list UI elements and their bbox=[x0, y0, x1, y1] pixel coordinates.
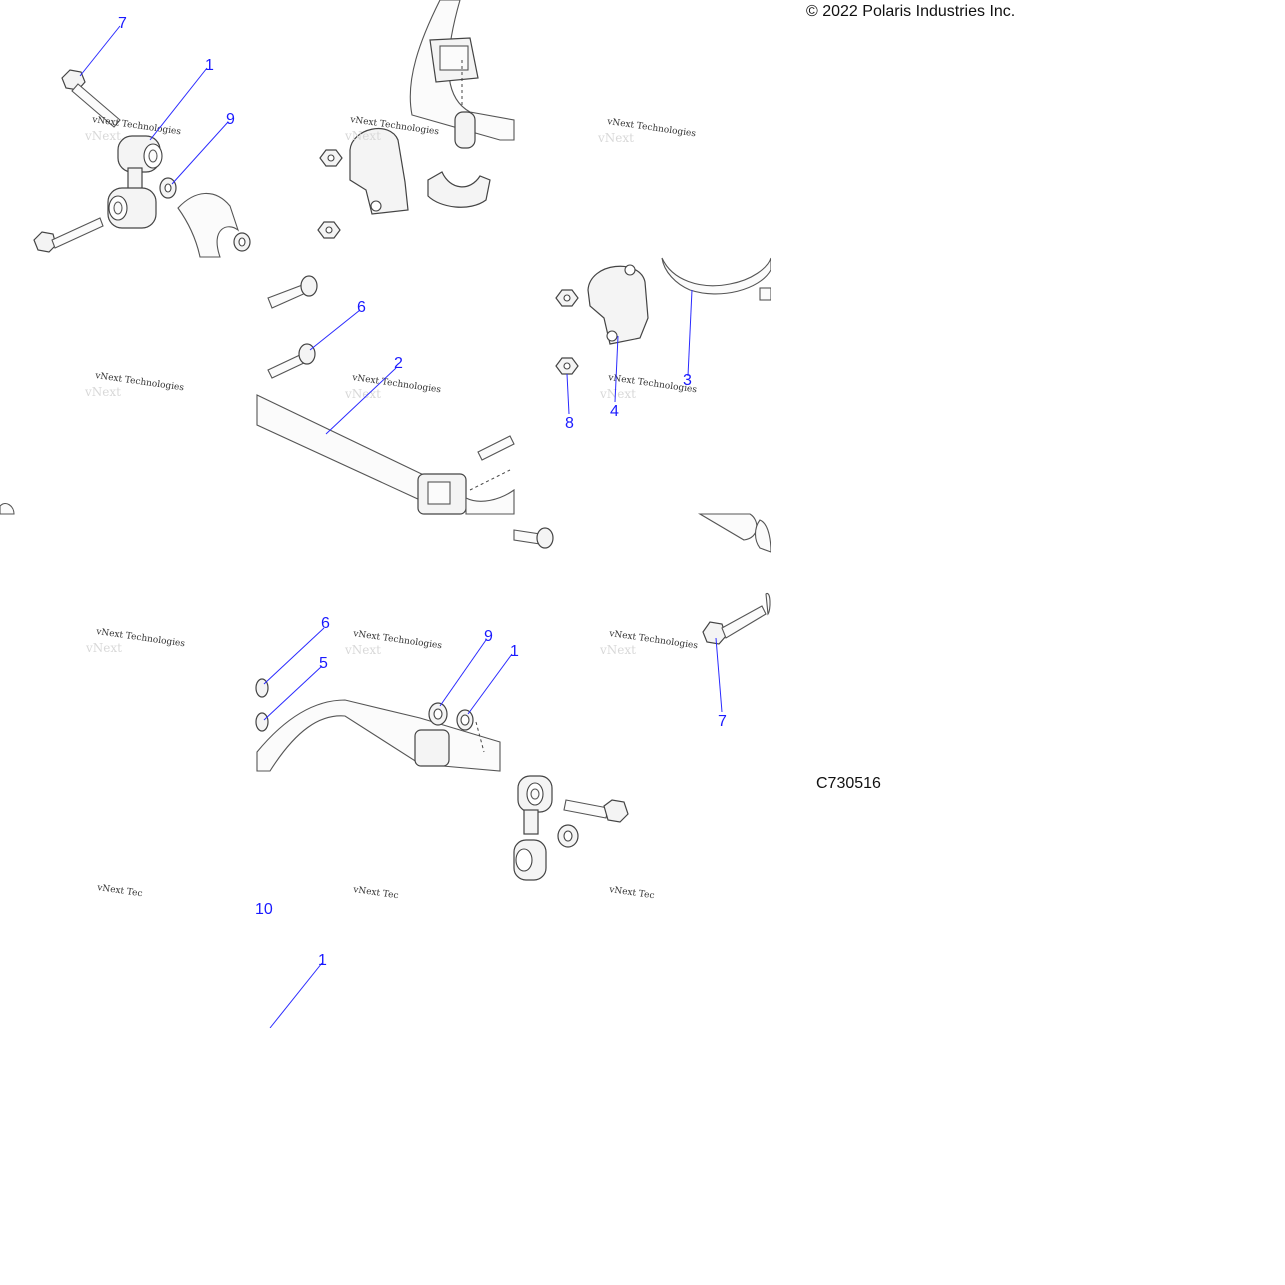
end-link-low bbox=[513, 775, 553, 881]
bolt-low-r4c3 bbox=[563, 799, 629, 823]
tile-r3c3 bbox=[513, 513, 772, 645]
callout-1-top: 1 bbox=[205, 57, 214, 74]
nut-8-upper bbox=[555, 289, 579, 307]
washer-small bbox=[233, 232, 251, 252]
tile-r2c3 bbox=[555, 257, 772, 375]
watermark-r4c2: vNext Tec bbox=[352, 885, 399, 901]
tile-r4c3 bbox=[513, 775, 629, 881]
watermark-r1c3: vNext vNext Technologies bbox=[597, 117, 697, 145]
svg-text:vNext: vNext bbox=[599, 387, 636, 401]
leader-lines bbox=[79, 25, 723, 1029]
callout-9-low: 9 bbox=[484, 628, 493, 645]
bolt-top-left-r3c3 bbox=[513, 527, 554, 549]
callout-10-low: 10 bbox=[255, 901, 273, 918]
svg-text:vNext Tec: vNext Tec bbox=[608, 885, 655, 901]
clamp-mid-left bbox=[349, 127, 409, 215]
watermark-r2c2: vNext vNext Technologies bbox=[344, 373, 442, 401]
callout-numbers: 7 1 9 6 2 3 4 8 6 5 9 1 7 10 1 bbox=[118, 15, 727, 969]
callout-6-low: 6 bbox=[321, 615, 330, 632]
nut-8-lower bbox=[555, 357, 579, 375]
svg-text:vNext: vNext bbox=[84, 129, 121, 143]
pin-right bbox=[477, 435, 515, 461]
callout-8-mid: 8 bbox=[565, 415, 574, 432]
end-link-top bbox=[107, 135, 163, 229]
svg-text:vNext Tec: vNext Tec bbox=[352, 885, 399, 901]
control-arm-top bbox=[177, 192, 240, 258]
bolt-7-low bbox=[702, 605, 767, 645]
bushing-9-low bbox=[428, 702, 448, 726]
assembly-line-mid bbox=[469, 469, 511, 491]
watermark-r3c3: vNext vNext Technologies bbox=[599, 629, 699, 657]
svg-text:vNext: vNext bbox=[84, 385, 121, 399]
washer-1-low bbox=[456, 709, 474, 731]
missing-tiles bbox=[0, 30, 1285, 1285]
tile-r1c1 bbox=[33, 69, 240, 258]
callout-7-top: 7 bbox=[118, 15, 127, 32]
callout-7-low: 7 bbox=[718, 713, 727, 730]
callout-5-low: 5 bbox=[319, 655, 328, 672]
bolt-lower-left bbox=[33, 217, 104, 253]
nut-lower bbox=[317, 221, 341, 239]
watermark-r4c3: vNext Tec bbox=[608, 885, 655, 901]
watermark-r3c2: vNext vNext Technologies bbox=[344, 629, 443, 657]
callout-9-top: 9 bbox=[226, 111, 235, 128]
figure-id: C730516 bbox=[816, 775, 881, 792]
watermark-r4c1: vNext Tec bbox=[96, 883, 143, 899]
svg-text:vNext: vNext bbox=[599, 643, 636, 657]
stabilizer-bar-mid bbox=[256, 394, 515, 515]
watermark-r3c1: vNext vNext Technologies bbox=[85, 627, 186, 655]
bushing-3-mid bbox=[661, 257, 772, 295]
callout-2-mid: 2 bbox=[394, 355, 403, 372]
svg-text:vNext Tec: vNext Tec bbox=[96, 883, 143, 899]
svg-text:vNext: vNext bbox=[85, 641, 122, 655]
edge-part-r2c3 bbox=[759, 287, 772, 301]
svg-text:vNext: vNext bbox=[344, 643, 381, 657]
callout-1-low-partial: 1 bbox=[510, 643, 519, 660]
copyright-notice: © 2022 Polaris Industries Inc. bbox=[806, 3, 1016, 20]
tile-r2c1 bbox=[0, 503, 15, 515]
edge-part-r2c1 bbox=[0, 503, 15, 515]
callout-6-mid: 6 bbox=[357, 299, 366, 316]
clamp-upper-right bbox=[429, 37, 479, 83]
bushing-9-top bbox=[159, 177, 177, 199]
svg-text:vNext: vNext bbox=[344, 129, 381, 143]
assembly-line-low bbox=[475, 721, 485, 753]
tile-r3c2 bbox=[255, 678, 501, 772]
control-arm-r3c3 bbox=[697, 513, 758, 541]
watermarks: vNext vNext Technologies vNext vNext Tec… bbox=[84, 115, 699, 901]
tile-r1c2 bbox=[233, 0, 515, 252]
callout-4-mid: 4 bbox=[610, 403, 619, 420]
nut-upper bbox=[319, 149, 343, 167]
bolt-5-low bbox=[255, 712, 269, 732]
clamp-lower-right bbox=[427, 171, 491, 208]
bushing-low-r4c3 bbox=[557, 824, 579, 848]
callout-3-mid: 3 bbox=[683, 372, 692, 389]
callout-1-bottom: 1 bbox=[318, 952, 327, 969]
svg-text:vNext: vNext bbox=[597, 131, 634, 145]
watermark-r2c1: vNext vNext Technologies bbox=[84, 371, 185, 399]
bolt-6-lower bbox=[267, 343, 316, 379]
clamp-4-mid bbox=[587, 264, 649, 345]
bolt-6-upper bbox=[267, 275, 318, 309]
bolt-7-top bbox=[61, 69, 121, 128]
tile-r2c2 bbox=[256, 275, 515, 515]
stabilizer-bar-low bbox=[256, 699, 501, 772]
